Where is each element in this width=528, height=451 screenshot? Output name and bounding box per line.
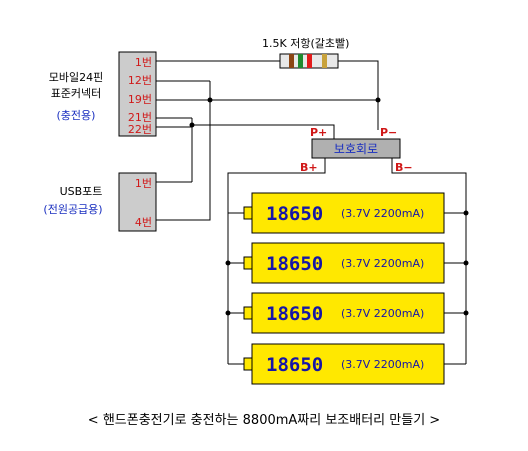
battery-1-model: 18650 (266, 203, 323, 225)
battery-1-spec: (3.7V 2200mA) (341, 207, 424, 220)
usb-title: USB포트 (60, 185, 103, 198)
resistor-label: 1.5K 저항(갈초빨) (262, 36, 349, 50)
protection-circuit-box (311, 138, 401, 159)
diagram-caption: < 핸드폰충전기로 충전하는 8800mA짜리 보조배터리 만들기 > (88, 412, 440, 428)
battery-3-model: 18650 (266, 303, 323, 325)
protection-p-plus: P+ (310, 126, 327, 139)
battery-4: 18650 (3.7V 2200mA) (243, 343, 445, 385)
usb-subtitle: (전원공급용) (43, 203, 102, 216)
connector-subtitle: (충전용) (57, 109, 96, 122)
battery-4-model: 18650 (266, 354, 323, 376)
connector-title-line2: 표준커넥터 (51, 87, 102, 100)
battery-3: 18650 (3.7V 2200mA) (243, 292, 445, 334)
connector-title-line1: 모바일24핀 (49, 70, 103, 84)
usb-box (118, 172, 157, 232)
connector-pin-21: 21번 (128, 111, 152, 124)
battery-2-spec: (3.7V 2200mA) (341, 257, 424, 270)
usb-pin-4: 4번 (135, 216, 152, 229)
battery-2: 18650 (3.7V 2200mA) (243, 242, 445, 284)
battery-2-model: 18650 (266, 253, 323, 275)
protection-b-minus: B− (395, 161, 413, 174)
resistor (279, 53, 339, 69)
protection-label: 보호회로 (334, 142, 378, 156)
connector-box (118, 51, 157, 137)
connector-pin-19: 19번 (128, 93, 152, 106)
connector-pin-1: 1번 (135, 56, 152, 69)
connector-pin-22: 22번 (128, 123, 152, 136)
protection-p-minus: P− (380, 126, 397, 139)
connector-pin-12: 12번 (128, 74, 152, 87)
usb-pin-1: 1번 (135, 177, 152, 190)
wires (156, 60, 467, 365)
protection-b-plus: B+ (300, 161, 318, 174)
battery-3-spec: (3.7V 2200mA) (341, 307, 424, 320)
battery-4-spec: (3.7V 2200mA) (341, 358, 424, 371)
battery-1: 18650 (3.7V 2200mA) (243, 192, 445, 234)
junctions (189, 97, 469, 316)
